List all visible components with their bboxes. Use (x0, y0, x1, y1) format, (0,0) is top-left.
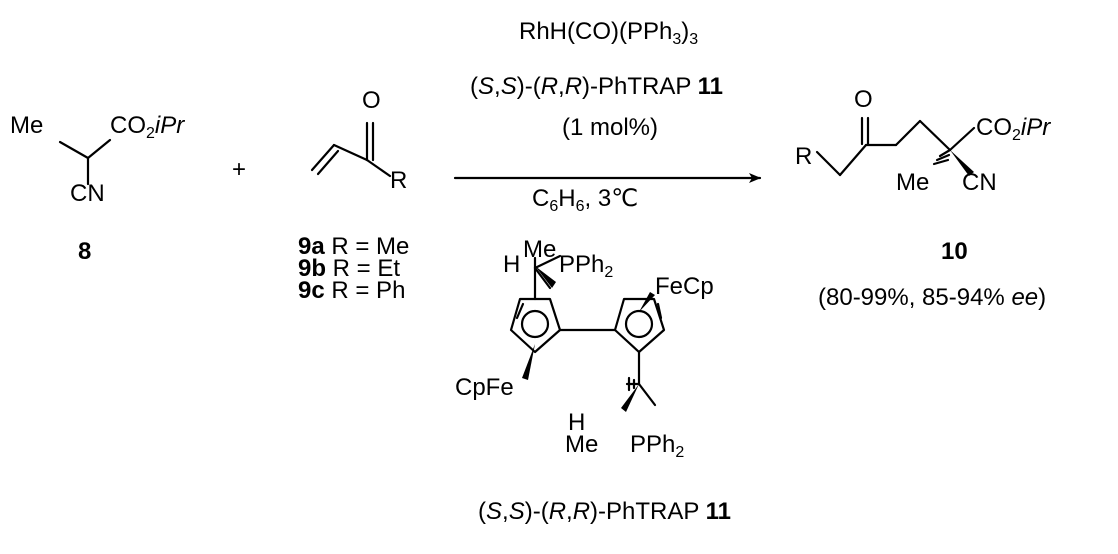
ligand-11-me-top: Me (523, 236, 557, 263)
product-10-bonds (815, 116, 976, 177)
ligand-11-h-top: H (503, 251, 521, 278)
reactant-8-methyl: Me (10, 112, 44, 139)
product-10-oxygen: O (854, 86, 873, 113)
plus-sign: + (232, 156, 247, 183)
ligand-11-fecp: FeCp (655, 273, 714, 300)
reactant-9a-variant: 9a R = Me (298, 233, 410, 260)
ligand-11-h-bottom: H (568, 409, 586, 436)
ligand-11-bonds (509, 254, 666, 412)
product-10-methyl: Me (896, 169, 930, 196)
ligand-11-cpfe: CpFe (455, 374, 514, 401)
reactant-9b-variant: 9b R = Et (298, 255, 401, 282)
compound-label-10: 10 (941, 238, 968, 265)
ligand-11-pph2-bottom: PPh2 (630, 431, 685, 461)
product-10-ester: CO2iPr (976, 114, 1051, 144)
reactant-8-nitrile: CN (70, 180, 105, 207)
reactant-9-bonds (310, 121, 392, 178)
reactant-9-r-group: R (390, 167, 408, 194)
reactant-9-oxygen: O (362, 87, 381, 114)
reactant-8-ester: CO2iPr (110, 112, 185, 142)
reactant-8-bonds (58, 138, 112, 186)
catalyst-label: RhH(CO)(PPh3)3 (519, 18, 699, 48)
chiral-ligand-label: (S,S)-(R,R)-PhTRAP 11 (470, 73, 724, 100)
compound-label-8: 8 (78, 238, 92, 265)
reactant-9c-variant: 9c R = Ph (298, 277, 406, 304)
product-10-r-group: R (795, 143, 813, 170)
catalyst-loading-label: (1 mol%) (562, 114, 659, 141)
ligand-11-name: (S,S)-(R,R)-PhTRAP 11 (478, 498, 732, 525)
product-10-nitrile: CN (962, 169, 997, 196)
ligand-11-pph2-top: PPh2 (559, 251, 614, 281)
product-10-yield-ee: (80-99%, 85-94% ee) (818, 284, 1047, 311)
ligand-11-me-bottom: Me (565, 431, 599, 458)
solvent-temperature-label: C6H6, 3℃ (532, 185, 639, 215)
